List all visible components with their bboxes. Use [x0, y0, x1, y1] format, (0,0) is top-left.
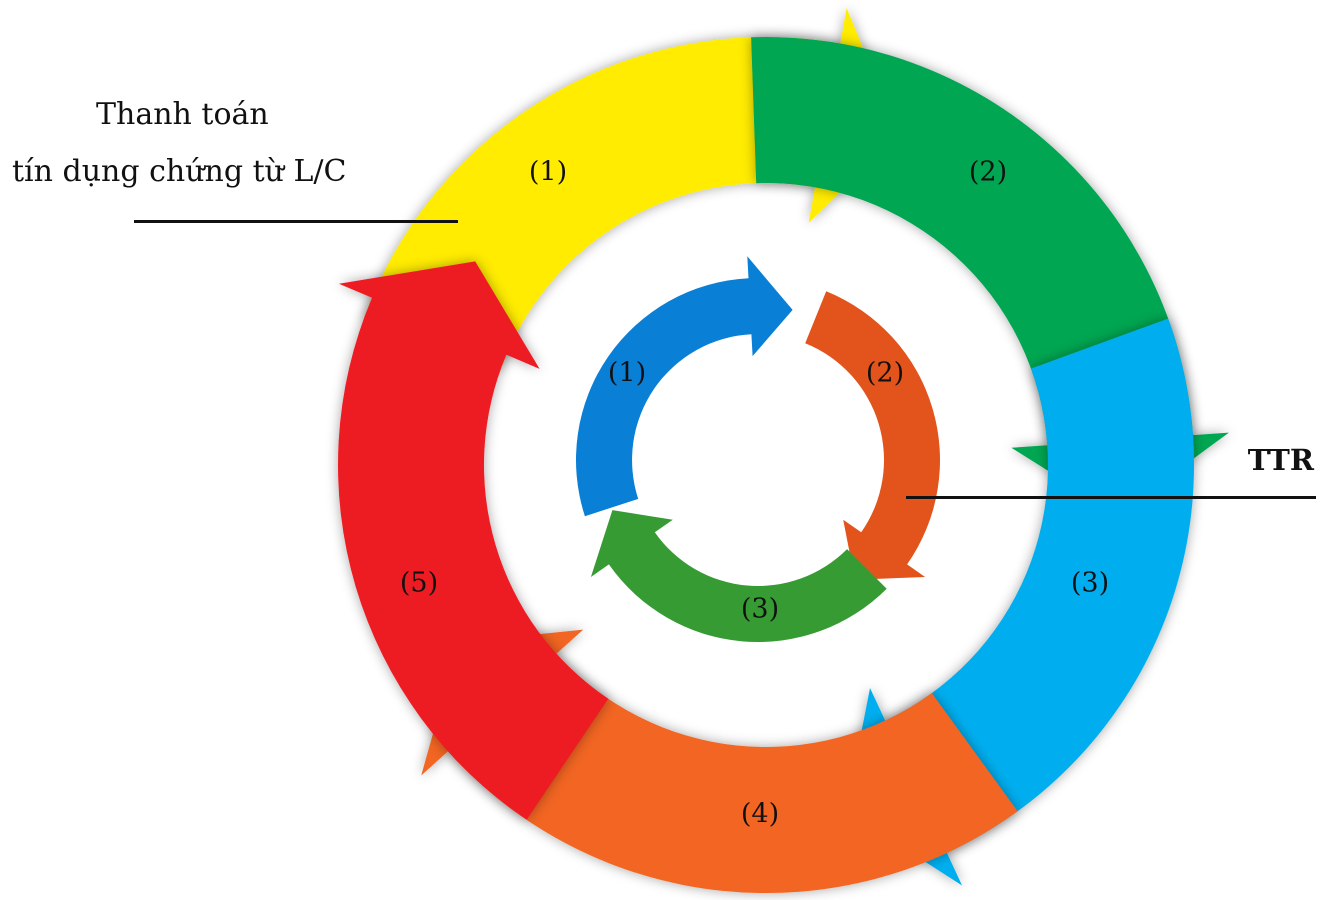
inner-label-2: (2) — [866, 358, 904, 389]
lc-leader-line — [134, 220, 458, 223]
inner-label-1: (1) — [608, 358, 646, 389]
inner-label-3: (3) — [741, 594, 779, 625]
inner-arrow-1 — [575, 256, 793, 517]
outer-arrow-5 — [338, 261, 609, 820]
inner-cycle: (1) (2) (3) — [575, 256, 940, 643]
outer-label-2: (2) — [969, 157, 1007, 188]
ttr-leader-line — [906, 496, 1316, 499]
inner-arrow-2 — [805, 291, 940, 580]
lc-callout-title: Thanh toán — [96, 97, 269, 132]
outer-label-3: (3) — [1071, 568, 1109, 599]
outer-label-4: (4) — [741, 799, 779, 830]
outer-cycle: (1) (2) (3) (4) (5) — [338, 8, 1229, 894]
lc-callout-subtitle: tín dụng chứng từ L/C — [12, 154, 347, 189]
inner-arrow-3 — [590, 510, 887, 643]
outer-label-5: (5) — [400, 568, 438, 599]
ttr-callout-label: TTR — [1247, 443, 1314, 477]
outer-label-1: (1) — [529, 157, 567, 188]
